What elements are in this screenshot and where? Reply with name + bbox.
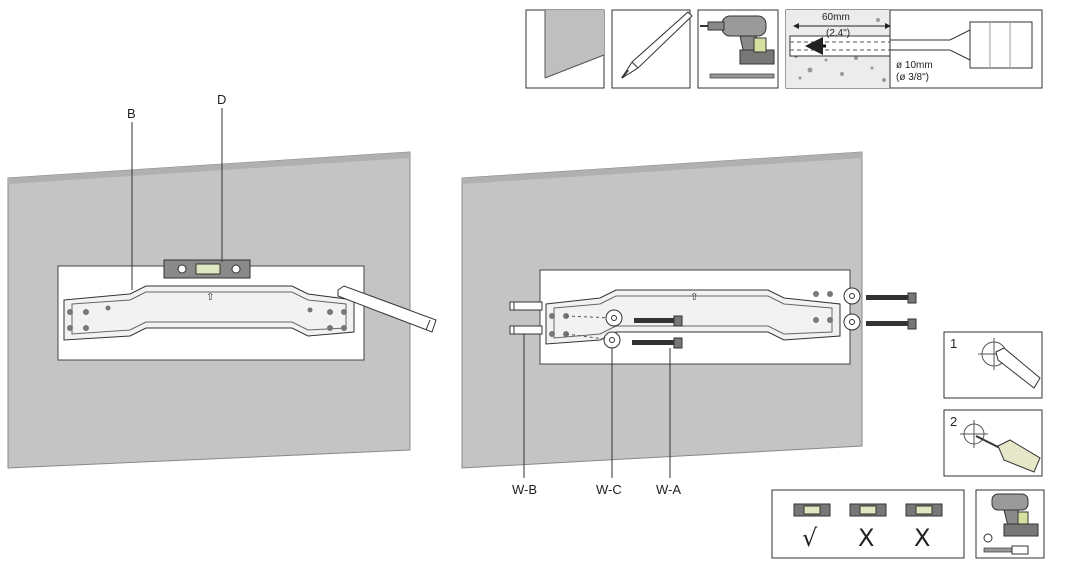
pencil-icon xyxy=(621,11,693,79)
tool-panel-drill-spec: 60mm (2.4") ø 10mm (ø 3/8") xyxy=(785,9,1043,89)
level-bad-1-icon xyxy=(849,503,887,517)
label-d-text: D xyxy=(217,92,226,107)
drill-bit-icon xyxy=(709,73,775,79)
drill-depth-inch-label: (2.4") xyxy=(826,28,850,39)
marking-pencil-icon xyxy=(337,285,437,333)
level-bad-2-mark: X xyxy=(914,524,930,552)
level-bad-2-icon xyxy=(905,503,943,517)
right-bracket-plate: ⇧ xyxy=(539,269,851,365)
level-ok-mark: √ xyxy=(802,524,818,552)
up-arrow-icon-right: ⇧ xyxy=(690,292,698,303)
step-2-number: 2 xyxy=(950,414,957,429)
spirit-level-icon xyxy=(163,259,251,279)
label-b-text: B xyxy=(127,106,136,121)
label-wc-text: W-C xyxy=(596,482,622,497)
washers xyxy=(603,287,861,349)
label-wc: W-C xyxy=(596,348,622,497)
drill-icon-small xyxy=(991,493,1039,537)
step-1-panel: 1 xyxy=(943,331,1043,399)
drill-depth-label: 60mm xyxy=(822,12,850,23)
left-bracket-plate: ⇧ xyxy=(57,265,365,361)
drill-chuck-icon xyxy=(889,21,1033,69)
label-d: D xyxy=(217,92,226,262)
tool-panel-drill xyxy=(697,9,779,89)
tool-panel-wall xyxy=(525,9,605,89)
level-bad-1-mark: X xyxy=(858,524,874,552)
drill-icon xyxy=(700,15,775,65)
label-wb-text: W-B xyxy=(512,482,537,497)
tool-panel-pencil xyxy=(611,9,693,89)
up-arrow-icon: ⇧ xyxy=(206,292,214,303)
screws xyxy=(632,292,917,349)
step-1-number: 1 xyxy=(950,336,957,351)
level-check-panel: √ X X xyxy=(771,489,965,559)
level-ok-icon xyxy=(793,503,831,517)
label-b: B xyxy=(127,106,136,290)
bit-set-icon xyxy=(983,533,1029,555)
step-2-panel: 2 xyxy=(943,409,1043,477)
drill-screwdriver-panel xyxy=(975,489,1045,559)
drill-diameter-inch-label: (ø 3/8") xyxy=(896,72,929,83)
label-wb: W-B xyxy=(512,334,537,497)
wall-plugs xyxy=(509,301,543,335)
drill-diameter-label: ø 10mm xyxy=(896,60,933,71)
label-wa: W-A xyxy=(656,348,681,497)
label-wa-text: W-A xyxy=(656,482,681,497)
